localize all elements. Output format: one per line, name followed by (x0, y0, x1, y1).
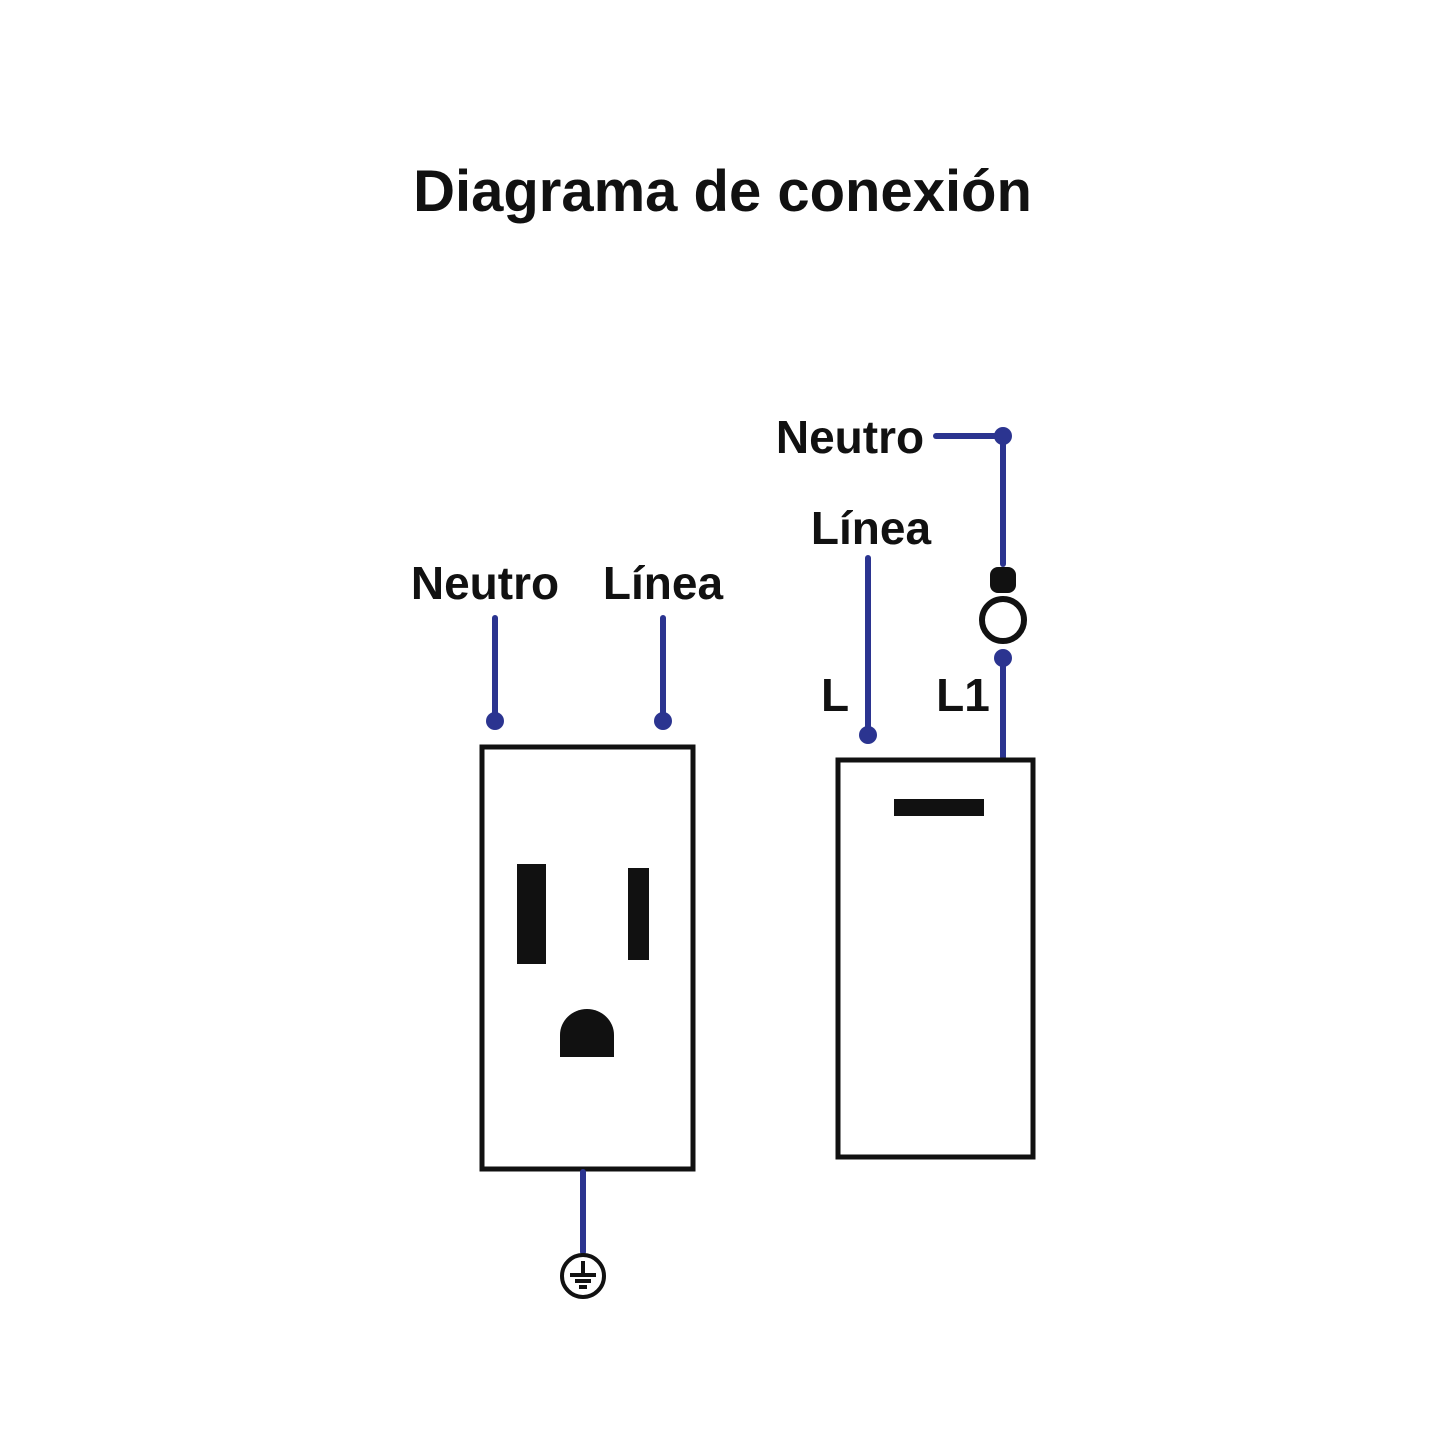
switch-neutro-wire (933, 427, 1012, 567)
l1-wire (994, 649, 1012, 760)
wire-terminal-dot (994, 649, 1012, 667)
wire-terminal-dot (859, 726, 877, 744)
switch-linea-label: Línea (810, 502, 932, 554)
outlet-neutral-slot (517, 864, 546, 964)
switch-rocker-bar (894, 799, 984, 816)
outlet-ground-hole (560, 1009, 614, 1057)
switch-neutro-label: Neutro (775, 411, 925, 463)
page-title: Diagrama de conexión (413, 159, 1032, 224)
outlet-line-slot (628, 868, 649, 960)
light-bulb-icon (979, 567, 1027, 644)
switch-linea-wire (859, 555, 877, 744)
terminal-l1-label: L1 (936, 669, 990, 721)
outlet-neutro-label: Neutro (410, 557, 560, 609)
power-outlet-icon (479, 744, 696, 1172)
outlet-linea-label: Línea (602, 557, 724, 609)
wire-terminal-dot (486, 712, 504, 730)
earth-ground-icon (560, 1253, 606, 1299)
outlet-linea-wire (654, 615, 672, 730)
terminal-l-label: L (820, 669, 850, 721)
wire-junction-dot (994, 427, 1012, 445)
rocker-switch-icon (835, 757, 1036, 1160)
bulb-glass (979, 596, 1027, 644)
switch-body (835, 757, 1036, 1160)
outlet-body (479, 744, 696, 1172)
wire-terminal-dot (654, 712, 672, 730)
bulb-base (990, 567, 1016, 593)
outlet-neutro-wire (486, 615, 504, 730)
